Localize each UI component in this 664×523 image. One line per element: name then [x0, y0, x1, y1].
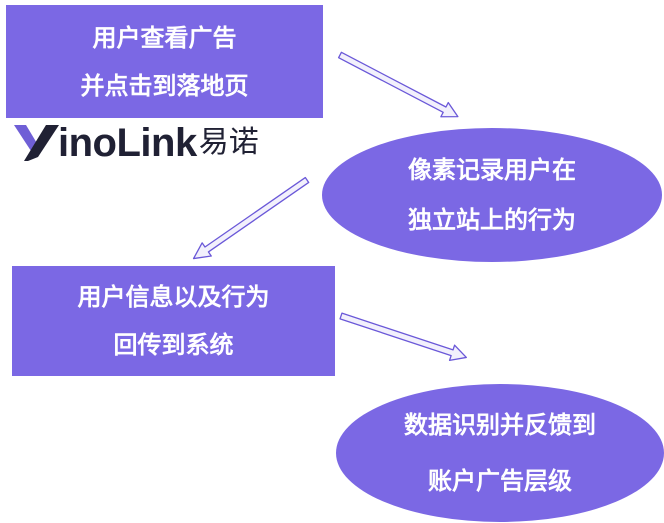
logo-latin-text: inoLink	[58, 121, 197, 165]
step-ellipse-data-feedback: 数据识别并反馈到 账户广告层级	[336, 384, 664, 522]
step1-line1: 用户查看广告	[92, 23, 237, 52]
arrow-step1-to-step2	[337, 51, 459, 118]
logo-chinese-text: 易诺	[198, 125, 259, 160]
step4-line2: 账户广告层级	[428, 467, 572, 495]
step-box-view-ad: 用户查看广告 并点击到落地页	[6, 5, 323, 118]
step2-line1: 像素记录用户在	[408, 156, 576, 184]
step2-line2: 独立站上的行为	[408, 206, 576, 234]
arrow-step2-to-step3	[192, 176, 310, 260]
step-ellipse-pixel-record: 像素记录用户在 独立站上的行为	[322, 128, 662, 262]
yinolink-logo: inoLink 易诺	[14, 118, 259, 168]
step3-line2: 回传到系统	[113, 331, 234, 359]
step4-line1: 数据识别并反馈到	[404, 411, 596, 439]
arrow-step3-to-step4	[339, 312, 467, 361]
step3-line1: 用户信息以及行为	[77, 283, 270, 311]
logo-y-mark	[14, 125, 59, 161]
step1-line2: 并点击到落地页	[80, 71, 249, 100]
step-box-send-back: 用户信息以及行为 回传到系统	[12, 266, 335, 376]
